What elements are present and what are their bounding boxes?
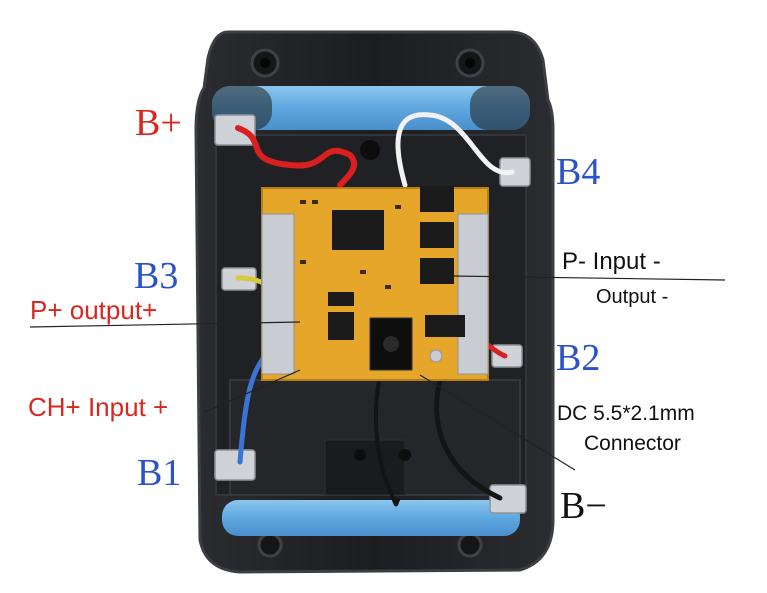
label-output-minus: Output - — [596, 286, 669, 308]
wire-white — [395, 112, 515, 188]
pointer-ch-plus — [204, 369, 301, 413]
label-b3: B3 — [134, 255, 179, 297]
wire-red — [235, 125, 358, 188]
pointer-dc — [419, 374, 576, 471]
label-b1: B1 — [137, 452, 182, 494]
label-ch-plus-input: CH+ Input + — [28, 392, 169, 422]
label-b2: B2 — [556, 337, 601, 379]
battery-cell-bottom — [222, 500, 520, 536]
terminal-b-plus — [214, 114, 256, 146]
battery-cell-top — [212, 86, 530, 130]
label-p-minus-input: P- Input - — [562, 248, 661, 275]
wire-black-b-minus — [434, 377, 503, 501]
label-b-plus: B+ — [135, 102, 182, 144]
label-b-minus: B− — [560, 485, 607, 527]
label-p-plus-output: P+ output+ — [30, 295, 158, 325]
pointer-p-minus — [451, 275, 726, 281]
terminal-b-minus — [489, 484, 527, 514]
bms-pcb-icon — [261, 186, 489, 381]
terminal-b1 — [214, 449, 256, 481]
label-b4: B4 — [556, 151, 601, 193]
label-dc-connector-line2: Connector — [584, 432, 681, 455]
pointer-p-plus — [29, 321, 301, 328]
wire-black-dc — [373, 358, 400, 507]
label-dc-connector-line1: DC 5.5*2.1mm — [557, 402, 695, 425]
